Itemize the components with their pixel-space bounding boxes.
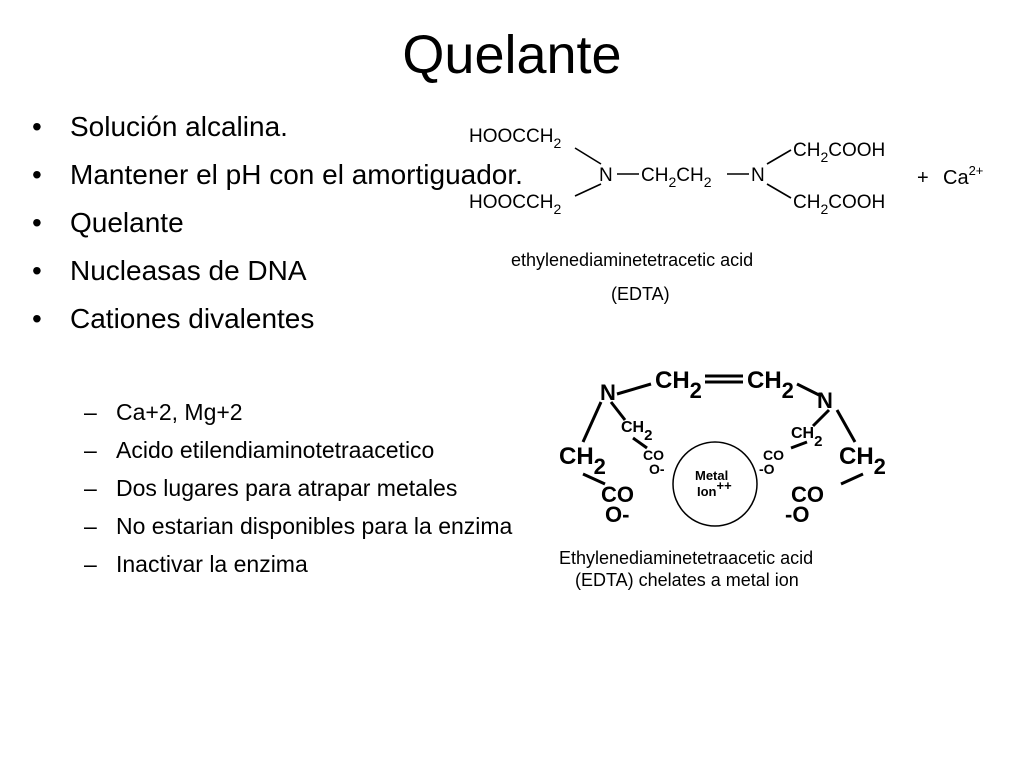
right-top-group: CH2COOH	[793, 140, 885, 165]
sub-bullet-item: Dos lugares para atrapar metales	[84, 474, 514, 502]
chelate-caption-line-1: Ethylenediaminetetraacetic acid	[559, 548, 813, 568]
slide-title: Quelante	[402, 25, 622, 85]
chelate-figure: N N CH2 CH2 CH2 CH2 CO O- CO -O CH2 CH2 …	[545, 360, 925, 595]
chelate-caption: Ethylenediaminetetraacetic acid (EDTA) c…	[559, 548, 813, 590]
chelate-outer-o-left: O-	[605, 502, 629, 527]
chelate-outer-co-right: CO	[791, 482, 824, 507]
metal-ion-label-1: Metal	[695, 468, 728, 483]
bullet-item: Solución alcalina.	[28, 110, 528, 144]
bullet-item: Mantener el pH con el amortiguador.	[28, 158, 528, 192]
chelate-inner-o-left: O-	[649, 461, 665, 477]
chelate-bridge-right: CH2	[747, 367, 794, 403]
bullet-item: Quelante	[28, 206, 528, 240]
chelate-inner-ch2-right: CH2	[791, 425, 822, 450]
chelate-outer-o-right: -O	[785, 502, 809, 527]
bullet-item: Cationes divalentes	[28, 302, 528, 336]
chelate-n-left: N	[600, 380, 616, 405]
n-atom-right: N	[751, 165, 765, 186]
metal-ion-label-2: Ion++	[697, 478, 732, 499]
sub-bullet-item: Acido etilendiaminotetraacetico	[84, 436, 514, 464]
plus-sign: +	[917, 167, 929, 189]
edta-structure-svg: HOOCCH2 HOOCCH2 N N CH2CH2 CH2COOH CH2CO…	[469, 126, 983, 304]
chelate-bonds	[581, 374, 864, 486]
bullet-list: Solución alcalina. Mantener el pH con el…	[28, 110, 528, 350]
bullet-item: Nucleasas de DNA	[28, 254, 528, 288]
chelate-inner-co-left: CO	[643, 447, 664, 463]
sub-bullet-item: No estarian disponibles para la enzima	[84, 512, 514, 540]
chelate-bridge-left: CH2	[655, 367, 702, 403]
edta-structure-figure: HOOCCH2 HOOCCH2 N N CH2CH2 CH2COOH CH2CO…	[455, 112, 1015, 312]
chelate-outer-co-left: CO	[601, 482, 634, 507]
chelate-inner-ch2-left: CH2	[621, 419, 652, 444]
chelate-caption-line-2: (EDTA) chelates a metal ion	[575, 570, 799, 590]
sub-bullet-item: Inactivar la enzima	[84, 550, 514, 578]
chelate-inner-co-right: CO	[763, 447, 784, 463]
chelate-outer-ch2-left: CH2	[559, 443, 606, 479]
edta-abbrev: (EDTA)	[611, 284, 670, 304]
edta-name: ethylenediaminetetracetic acid	[511, 250, 753, 270]
left-bottom-group: HOOCCH2	[469, 192, 561, 217]
sub-bullet-item: Ca+2, Mg+2	[84, 398, 514, 426]
chelate-svg: N N CH2 CH2 CH2 CH2 CO O- CO -O CH2 CH2 …	[559, 367, 886, 590]
calcium-ion: Ca2+	[943, 163, 983, 189]
right-bottom-group: CH2COOH	[793, 192, 885, 217]
bridge-group: CH2CH2	[641, 165, 712, 190]
chelate-inner-o-right: -O	[759, 461, 775, 477]
chelate-outer-ch2-right: CH2	[839, 443, 886, 479]
chelate-n-right: N	[817, 388, 833, 413]
sub-bullet-list: Ca+2, Mg+2 Acido etilendiaminotetraaceti…	[84, 398, 514, 588]
left-top-group: HOOCCH2	[469, 126, 561, 151]
metal-ion-circle	[672, 441, 758, 527]
edta-bonds	[574, 147, 792, 199]
n-atom-left: N	[599, 165, 613, 186]
